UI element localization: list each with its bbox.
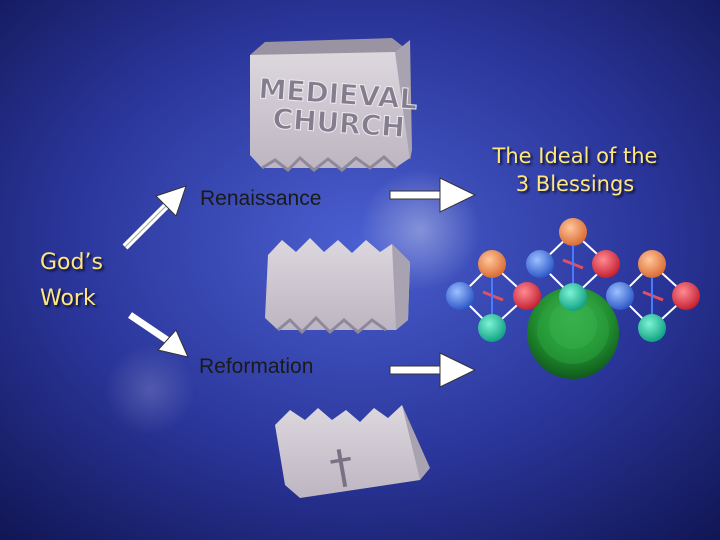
ball-blue <box>526 250 554 278</box>
ball-red <box>513 282 541 310</box>
stone-block-middle <box>265 238 410 332</box>
ball-blue <box>446 282 474 310</box>
ball-red <box>592 250 620 278</box>
ball-orange <box>638 250 666 278</box>
ball-orange <box>559 218 587 246</box>
ball-teal <box>478 314 506 342</box>
background-glow <box>105 345 195 435</box>
label-ideal-line2: 3 Blessings <box>470 171 680 197</box>
ball-red <box>672 282 700 310</box>
ball-orange <box>478 250 506 278</box>
ball-teal <box>638 314 666 342</box>
label-ideal-line1: The Ideal of the <box>470 143 680 169</box>
label-gods-work-line1: God’s <box>40 250 103 275</box>
label-renaissance: Renaissance <box>200 187 321 211</box>
ball-blue <box>606 282 634 310</box>
label-reformation: Reformation <box>199 355 313 379</box>
label-gods-work-line2: Work <box>40 286 96 311</box>
ball-teal <box>559 283 587 311</box>
